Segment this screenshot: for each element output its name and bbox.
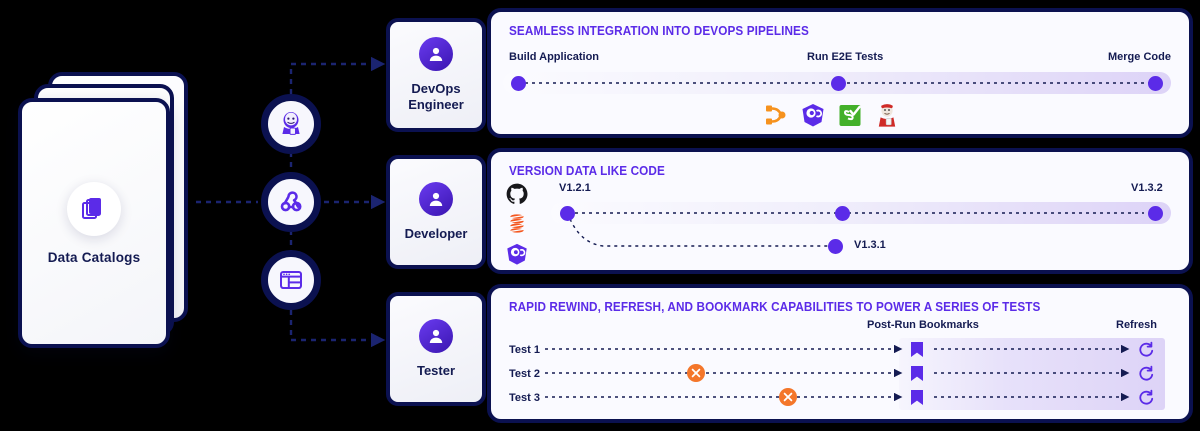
- version-label-v131: V1.3.1: [854, 239, 886, 251]
- role-label: DevOps Engineer: [408, 80, 464, 112]
- dashboard-window-icon: [280, 271, 302, 289]
- cypress-icon[interactable]: [505, 242, 529, 266]
- selenium-icon[interactable]: [837, 102, 863, 128]
- documents-copy-icon: [67, 181, 121, 236]
- pipeline-dot-merge[interactable]: [1148, 76, 1163, 91]
- panel-title: Seamless integration into DevOps pipelin…: [509, 24, 809, 38]
- test-row-label: Test 1: [509, 344, 540, 356]
- column-label-refresh: Refresh: [1116, 319, 1157, 331]
- column-label-bookmarks: Post-Run Bookmarks: [867, 319, 979, 331]
- rewind-highlight-band: [899, 338, 1165, 410]
- bookmark-icon[interactable]: [910, 341, 924, 358]
- cypress-icon[interactable]: [800, 102, 826, 128]
- version-label-v132: V1.3.2: [1131, 182, 1163, 194]
- test-row-label: Test 2: [509, 368, 540, 380]
- jenkins-icon: [282, 112, 300, 135]
- version-dot-v131[interactable]: [828, 239, 843, 254]
- scm-logos: [505, 182, 529, 266]
- test-row-label: Test 3: [509, 392, 540, 404]
- x-marker-icon[interactable]: [779, 388, 797, 406]
- panel-title: Version data like code: [509, 164, 665, 178]
- refresh-icon[interactable]: [1138, 341, 1155, 358]
- stage-label-e2e: Run E2E Tests: [807, 51, 884, 63]
- postman-fork-icon[interactable]: [763, 102, 789, 128]
- version-track: [551, 202, 1171, 224]
- panel-devops-pipelines: Seamless integration into DevOps pipelin…: [487, 8, 1193, 138]
- data-catalogs-card[interactable]: Data Catalogs: [10, 70, 200, 350]
- stage-label-build: Build Application: [509, 51, 600, 63]
- user-avatar-icon: [419, 181, 453, 216]
- stage-label-merge: Merge Code: [1108, 51, 1171, 63]
- bookmark-icon[interactable]: [910, 389, 924, 406]
- integration-icon-jenkins[interactable]: [261, 94, 321, 154]
- version-dot-mid[interactable]: [835, 206, 850, 221]
- role-card-devops-engineer[interactable]: DevOps Engineer: [386, 18, 486, 132]
- panel-version-data: Version data like code V1.2.1 V1.3.2: [487, 148, 1193, 274]
- refresh-icon[interactable]: [1138, 365, 1155, 382]
- jenkins-icon[interactable]: [874, 102, 900, 128]
- github-icon[interactable]: [505, 182, 529, 206]
- pipeline-tool-logos: [763, 102, 900, 128]
- bookmark-icon[interactable]: [910, 365, 924, 382]
- role-card-developer[interactable]: Developer: [386, 155, 486, 269]
- user-avatar-icon: [419, 36, 453, 71]
- x-marker-icon[interactable]: [687, 364, 705, 382]
- pipeline-dot-e2e[interactable]: [831, 76, 846, 91]
- panel-title: Rapid rewind, refresh, and bookmark capa…: [509, 300, 1041, 314]
- role-card-tester[interactable]: Tester: [386, 292, 486, 406]
- pipeline-dot-build[interactable]: [511, 76, 526, 91]
- pipeline-line: [518, 82, 1156, 84]
- version-branch-lines: [569, 212, 1144, 247]
- catalog-card-content: Data Catalogs: [18, 98, 170, 348]
- integration-icon-dashboard[interactable]: [261, 250, 321, 310]
- version-label-v121: V1.2.1: [559, 182, 591, 194]
- rewind-row-lines: [545, 344, 1130, 402]
- panel-rewind-refresh: Rapid rewind, refresh, and bookmark capa…: [487, 284, 1193, 423]
- gitlab-icon[interactable]: [505, 212, 529, 236]
- refresh-icon[interactable]: [1138, 389, 1155, 406]
- catalog-label: Data Catalogs: [47, 249, 141, 265]
- user-avatar-icon: [419, 318, 453, 353]
- webhook-icon: [280, 191, 302, 212]
- role-label: Tester: [416, 362, 456, 378]
- version-dot-v132[interactable]: [1148, 206, 1163, 221]
- version-dot-v121[interactable]: [560, 206, 575, 221]
- integration-icon-webhook[interactable]: [261, 172, 321, 232]
- role-label: Developer: [404, 225, 468, 241]
